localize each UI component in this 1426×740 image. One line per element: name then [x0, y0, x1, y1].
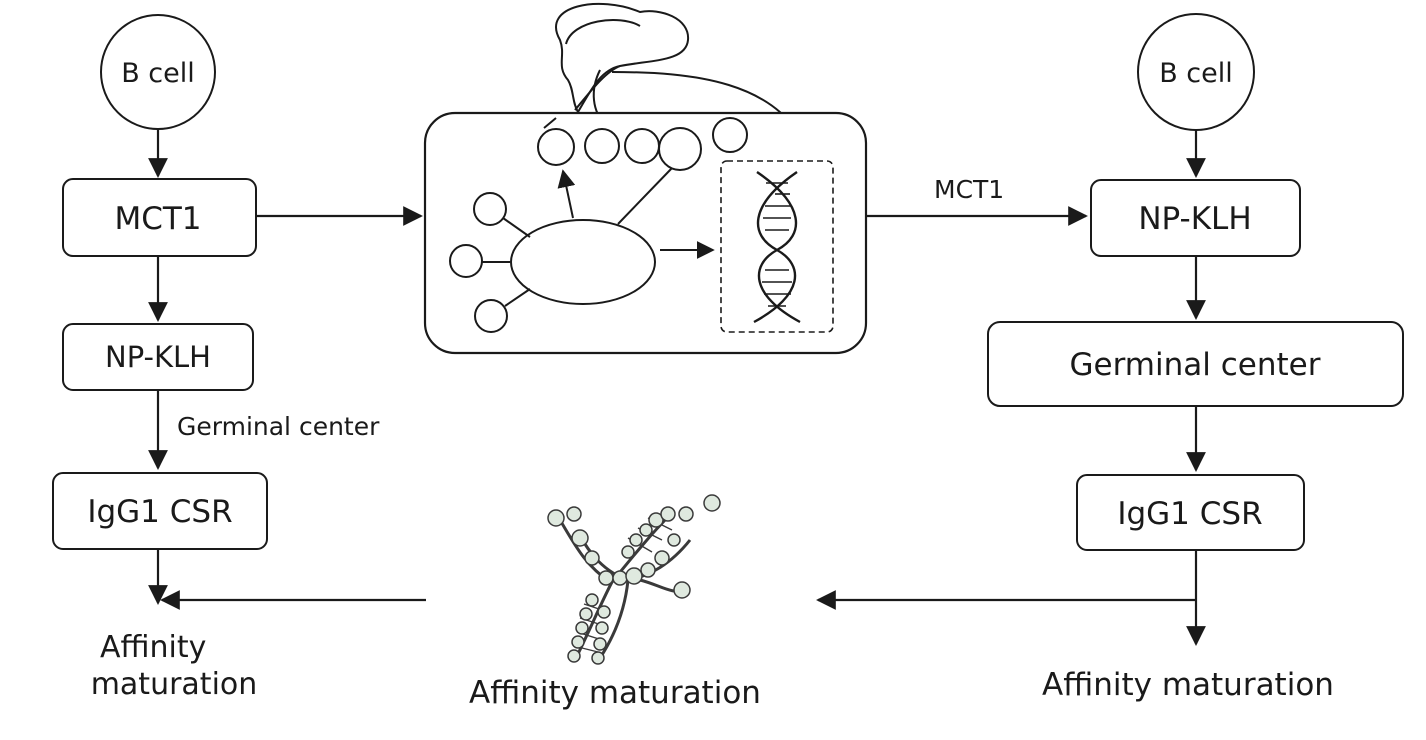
vesicle-row [537, 117, 748, 171]
left-affinity-maturation-label: Affinity maturation [91, 630, 258, 702]
right-germinal-center-label: Germinal center [1070, 347, 1321, 383]
right-igg1-csr-box [1076, 474, 1305, 551]
cell-to-vesicle-arrow [557, 169, 576, 219]
right-b-cell-label: B cell [1159, 58, 1233, 89]
right-pathway: B cell NP-KLH Germinal center IgG1 CSR A… [987, 13, 1404, 703]
right-np-klh-label: NP-KLH [1138, 201, 1251, 237]
left-igg1-csr-box [52, 472, 268, 550]
dna-panel [720, 160, 834, 333]
left-np-klh-label: NP-KLH [105, 340, 211, 374]
satellite-links [482, 167, 673, 307]
right-mct1-edge-label: MCT1 [934, 175, 1004, 204]
center-affinity-maturation-caption: Affinity maturation [469, 675, 761, 711]
satellite-circles [449, 192, 508, 333]
left-pathway: B cell MCT1 NP-KLH Germinal center IgG1 … [52, 14, 380, 702]
vesicle-dash [543, 117, 557, 129]
right-igg1-csr-label: IgG1 CSR [1117, 496, 1262, 532]
left-b-cell-label: B cell [121, 58, 195, 89]
left-igg1-csr-label: IgG1 CSR [87, 494, 232, 530]
left-mct1-box [62, 178, 257, 257]
organ-icon [555, 2, 690, 114]
central-cell [510, 219, 656, 305]
dna-helix-icon [753, 171, 801, 324]
mechanism-panel [423, 2, 868, 355]
right-affinity-maturation-label: Affinity maturation [1042, 667, 1334, 703]
dna-molecule-illustration [547, 494, 721, 665]
left-germinal-center-label: Germinal center [177, 412, 380, 441]
left-mct1-label: MCT1 [114, 201, 201, 237]
